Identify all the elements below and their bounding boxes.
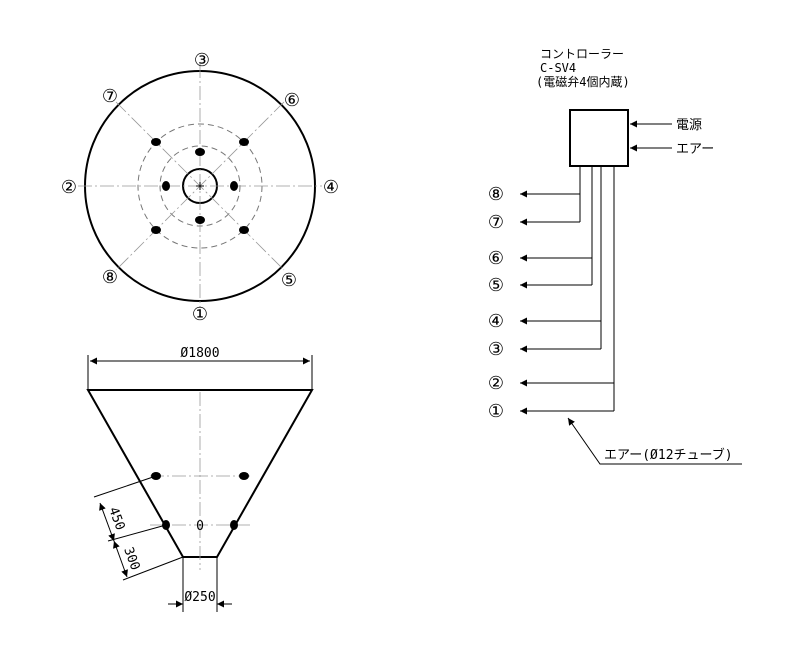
port-label-6: ⑥: [284, 90, 300, 111]
hole-6: [239, 138, 249, 146]
slant-dim-450: [99, 502, 115, 542]
plan-view: ① ② ③ ④ ⑤ ⑥ ⑦ ⑧: [61, 50, 339, 325]
controller-title-line2: C-SV4: [540, 61, 576, 75]
output-label-2: ②: [488, 373, 504, 394]
output-label-8: ⑧: [488, 184, 504, 205]
output-label-4: ④: [488, 311, 504, 332]
port-label-2: ②: [61, 177, 77, 198]
port-label-3: ③: [194, 50, 210, 71]
port-label-4: ④: [323, 177, 339, 198]
air-input-label: エアー: [676, 142, 714, 157]
top-diameter-label: Ø1800: [180, 346, 219, 361]
hole-7: [151, 138, 161, 146]
port-label-5: ⑤: [281, 270, 297, 291]
cone-hole-lower-right: [230, 520, 238, 530]
elevation-view: Ø1800 0 450 300 Ø250: [86, 346, 314, 612]
output-label-1: ①: [488, 401, 504, 422]
cone-hole-upper-right: [239, 472, 249, 480]
dim-450-label: 450: [105, 505, 127, 532]
controller-title-line1: コントローラー: [540, 47, 624, 61]
port-label-8: ⑧: [102, 267, 118, 288]
hole-1: [195, 216, 205, 224]
hole-8: [151, 226, 161, 234]
cone-center-mark: 0: [196, 519, 204, 534]
air-tube-leader: [567, 417, 742, 465]
power-input-label: 電源: [676, 118, 702, 133]
hole-5: [239, 226, 249, 234]
output-label-5: ⑤: [488, 275, 504, 296]
hole-4: [230, 181, 238, 191]
bottom-diameter-label: Ø250: [184, 590, 215, 605]
slant-dim-300: [113, 540, 128, 578]
air-tube-label: エアー(Ø12チューブ): [604, 447, 733, 463]
controller-box: [569, 109, 629, 167]
port-label-7: ⑦: [102, 86, 118, 107]
output-label-7: ⑦: [488, 212, 504, 233]
controller-title-line3: (電磁弁4個内蔵): [536, 74, 630, 89]
hole-3: [195, 148, 205, 156]
output-label-3: ③: [488, 339, 504, 360]
hole-2: [162, 181, 170, 191]
output-label-6: ⑥: [488, 248, 504, 269]
port-label-1: ①: [192, 304, 208, 325]
controller-diagram: コントローラー C-SV4 (電磁弁4個内蔵) 電源 エアー ⑧ ⑦ ⑥ ⑤ ④…: [488, 47, 742, 465]
